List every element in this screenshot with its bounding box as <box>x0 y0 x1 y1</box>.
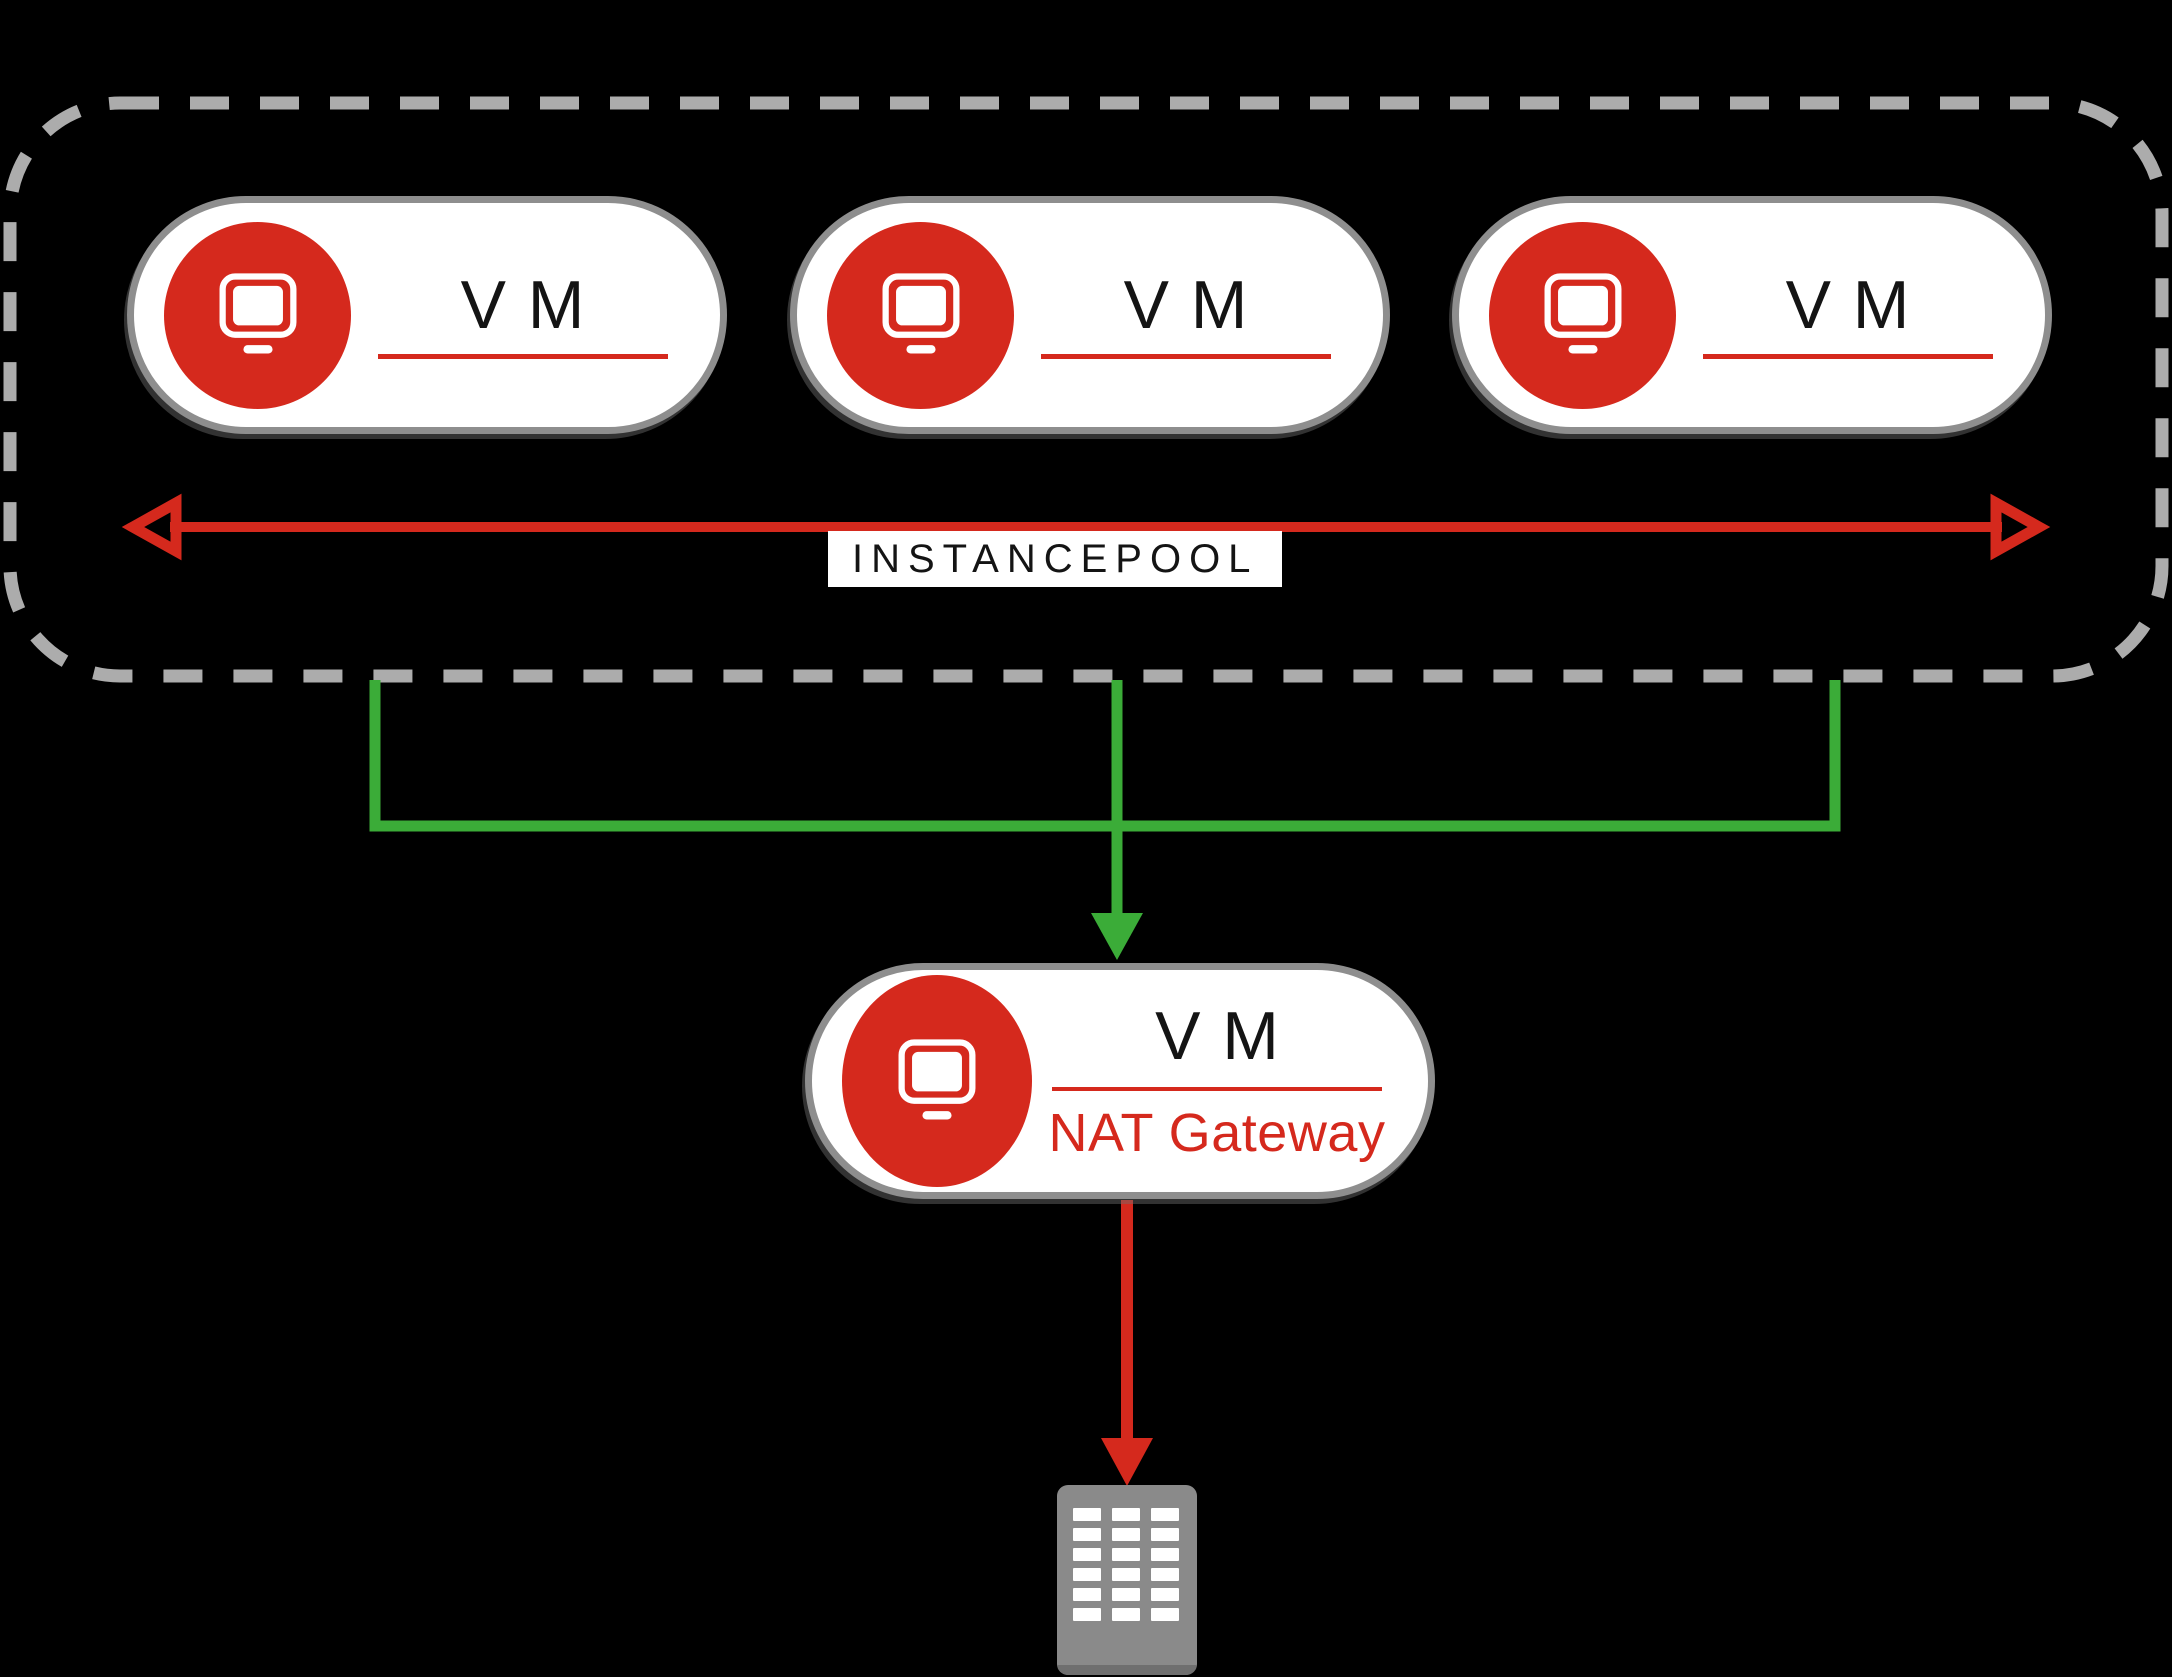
vm-3-badge <box>1489 221 1676 409</box>
nat-gateway-vm-label: VM <box>1155 998 1301 1074</box>
building-windows <box>1057 1485 1197 1621</box>
building-base <box>1057 1665 1197 1675</box>
vm-node-3: VM <box>1452 196 2052 434</box>
building-window <box>1151 1608 1179 1621</box>
vm-2-body: VM <box>1014 271 1383 359</box>
nat-arrow-head-icon <box>1101 1438 1153 1486</box>
pool-to-nat-connector <box>369 680 1841 960</box>
vm-node-1: VM <box>127 196 727 434</box>
building-window <box>1073 1508 1101 1521</box>
building-window <box>1112 1548 1140 1561</box>
monitor-icon <box>898 1039 976 1120</box>
green-arrow-head-icon <box>1091 913 1143 960</box>
building-window <box>1073 1588 1101 1601</box>
vm-3-label: VM <box>1785 267 1932 343</box>
vm-1-badge <box>164 221 351 409</box>
instance-pool-label: INSTANCEPOOL <box>828 531 1283 587</box>
instance-pool-span-arrow <box>121 493 2051 561</box>
building-window <box>1073 1608 1101 1621</box>
building-window <box>1073 1528 1101 1541</box>
vm-3-body: VM <box>1676 271 2045 359</box>
vm-1-body: VM <box>351 271 720 359</box>
building-window <box>1151 1588 1179 1601</box>
vm-node-2: VM <box>790 196 1390 434</box>
building-window <box>1112 1568 1140 1581</box>
vm-3-underline <box>1702 354 1993 359</box>
building-window <box>1151 1548 1179 1561</box>
building-window <box>1112 1608 1140 1621</box>
building-window <box>1151 1508 1179 1521</box>
instance-pool-boundary <box>3 96 2169 683</box>
nat-gateway-sublabel: NAT Gateway <box>1048 1103 1386 1163</box>
building-window <box>1073 1568 1101 1581</box>
building-window <box>1151 1528 1179 1541</box>
building-window <box>1112 1588 1140 1601</box>
monitor-icon <box>882 273 959 354</box>
span-arrow-left-head-icon <box>121 493 182 561</box>
building-window <box>1112 1528 1140 1541</box>
nat-to-internet-arrow <box>1101 1200 1153 1486</box>
vm-2-badge <box>827 221 1014 409</box>
green-branch-line <box>369 680 1841 832</box>
nat-gateway-node: VM NAT Gateway <box>805 963 1435 1199</box>
vm-2-label: VM <box>1123 267 1270 343</box>
vm-1-underline <box>377 354 668 359</box>
monitor-icon <box>219 273 296 354</box>
nat-gateway-badge <box>842 975 1032 1187</box>
span-arrow-right-head-icon <box>1990 493 2051 561</box>
vm-1-label: VM <box>460 267 607 343</box>
vm-2-underline <box>1040 354 1331 359</box>
building-window <box>1073 1548 1101 1561</box>
nat-gateway-divider <box>1052 1087 1382 1091</box>
nat-gateway-body: VM NAT Gateway <box>1032 1002 1428 1160</box>
building-window <box>1151 1568 1179 1581</box>
building-icon <box>1057 1485 1197 1675</box>
building-window <box>1112 1508 1140 1521</box>
monitor-icon <box>1544 273 1621 354</box>
